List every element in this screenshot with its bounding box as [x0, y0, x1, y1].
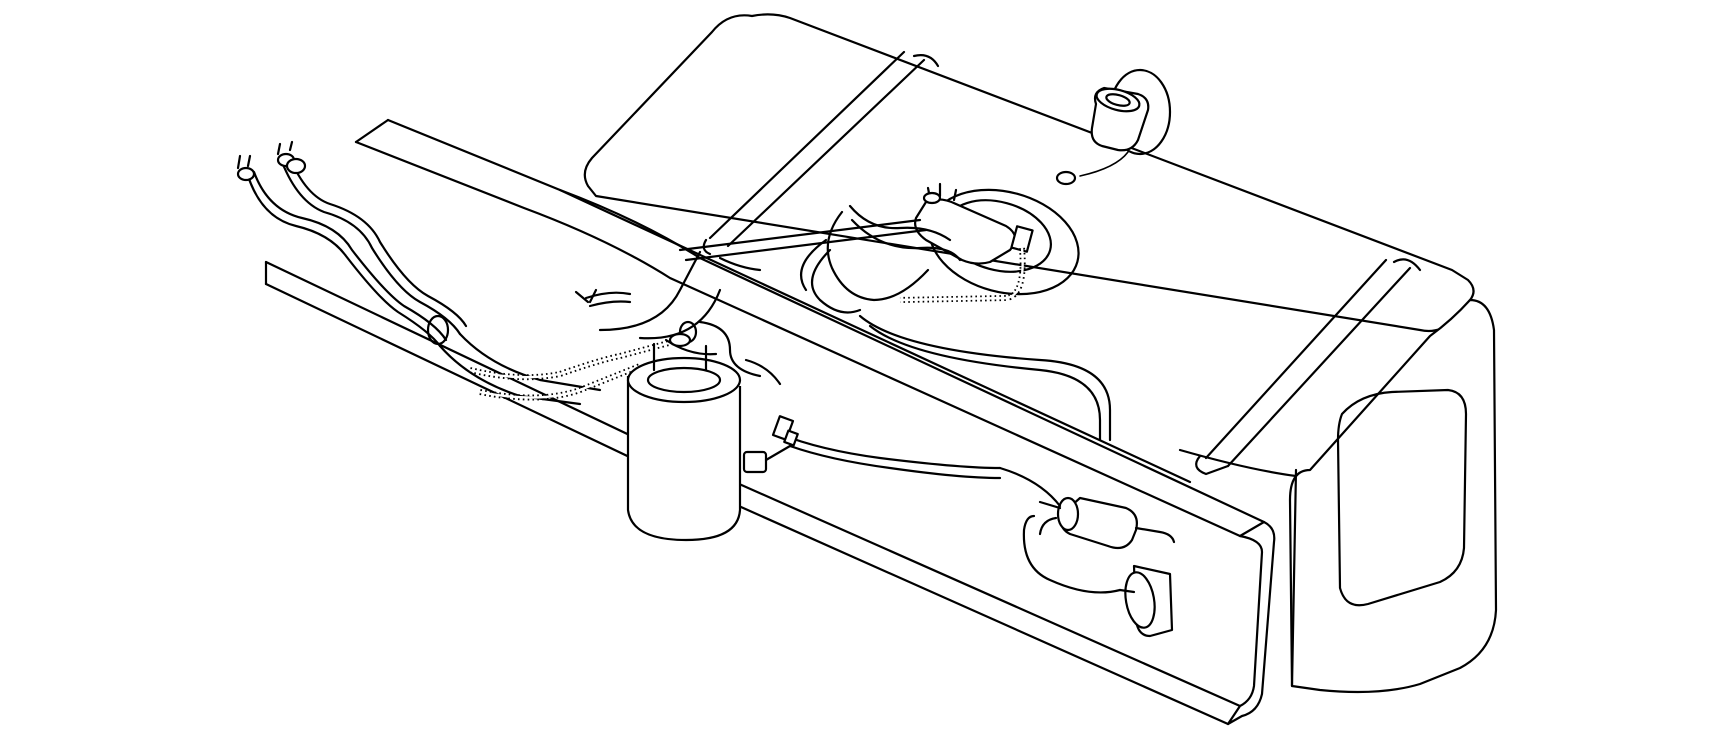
tank-strap-front — [702, 50, 940, 256]
frame-stub — [584, 291, 632, 308]
tank-strap-rear — [1195, 258, 1422, 476]
fuel-filter — [998, 466, 1176, 550]
fuel-tank — [583, 13, 1498, 694]
fuel-sender-assembly — [899, 182, 1080, 303]
filler-neck — [1055, 68, 1172, 186]
evap-canister — [626, 332, 792, 542]
vent-hoses — [664, 320, 799, 447]
fuel-lines — [236, 140, 1112, 480]
bracket — [1022, 514, 1174, 638]
